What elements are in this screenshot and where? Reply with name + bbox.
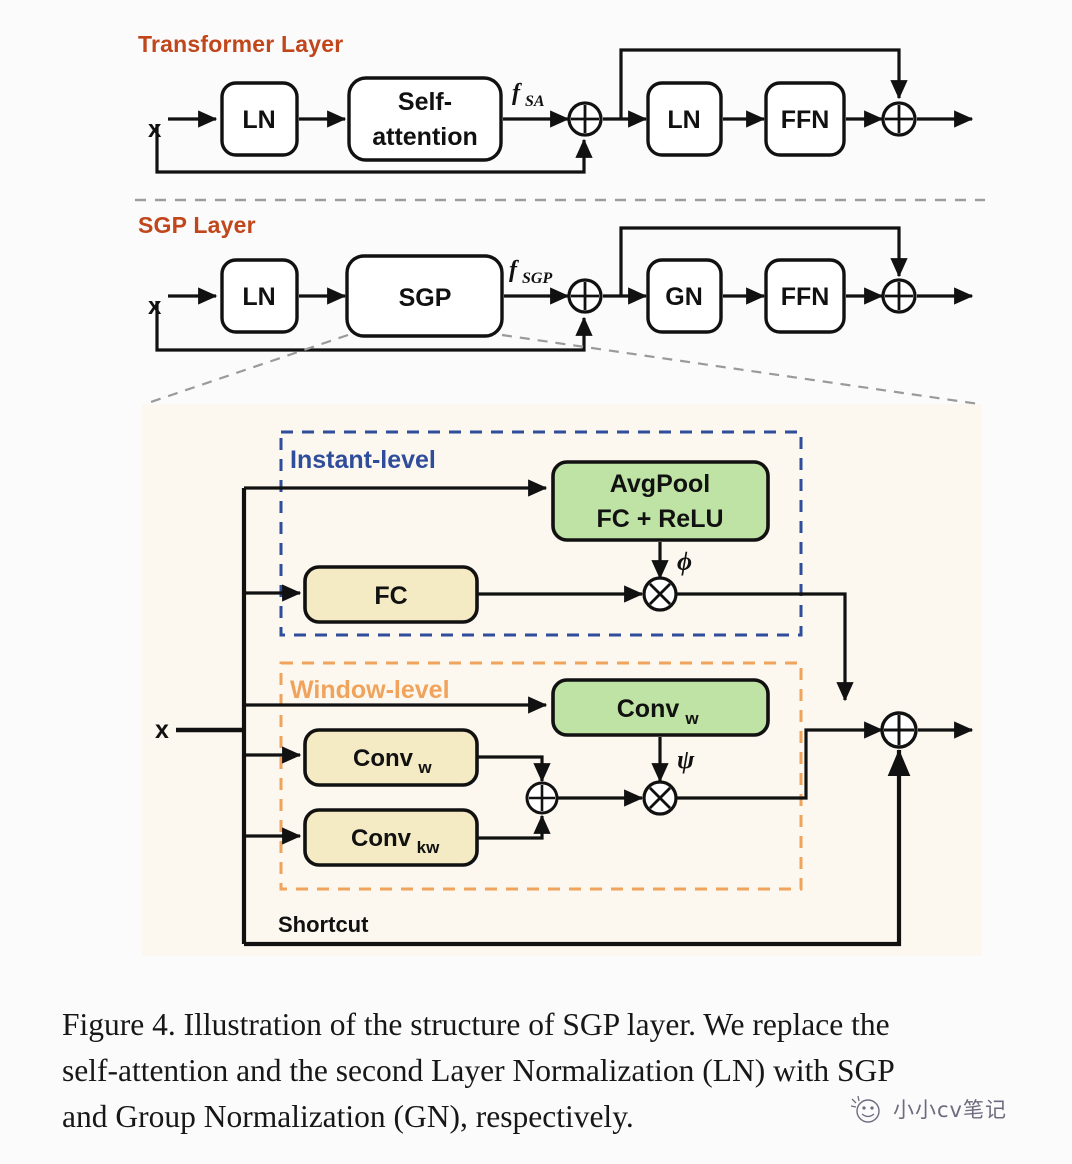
phi-gate-symbol: ϕ <box>677 547 692 576</box>
shortcut-label: Shortcut <box>278 912 369 937</box>
watermark: 小小cv笔记 <box>848 1092 1007 1126</box>
sgp-block-label: SGP <box>399 284 452 312</box>
conv-w-yellow-subscript: w <box>417 758 432 777</box>
sgp-input-label: x <box>148 293 162 320</box>
window-level-label: Window-level <box>290 676 450 704</box>
sgp-gn-label: GN <box>665 283 703 311</box>
sgp-feature-sub: SGP <box>522 270 552 287</box>
transformer-layer-title: Transformer Layer <box>138 31 344 57</box>
conv-w-green-block <box>551 678 770 737</box>
instant-multiply-op <box>642 576 678 612</box>
conv-kw-yellow-subscript: kw <box>417 838 440 857</box>
sgp-detail-panel: Instant-level Window-level x AvgPool <box>155 430 974 947</box>
fc-relu-label: FC + ReLU <box>596 505 723 533</box>
detail-final-add-op <box>880 711 918 749</box>
sgp-layer-title: SGP Layer <box>138 212 256 238</box>
conv-kw-yellow-block <box>303 808 479 867</box>
transformer-ln2-block <box>646 81 723 157</box>
zoom-guide-lines <box>144 333 980 406</box>
avgpool-label: AvgPool <box>610 470 710 498</box>
conv-w-yellow-block <box>303 728 479 787</box>
sgp-block <box>345 254 504 338</box>
watermark-text: 小小cv笔记 <box>893 1098 1007 1122</box>
transformer-ln1-label: LN <box>242 106 275 134</box>
transformer-self-attention-label-2: attention <box>372 123 478 151</box>
transformer-input-label: x <box>148 116 162 143</box>
sgp-feature-label: f <box>509 257 519 283</box>
transformer-add-op-2 <box>881 101 917 137</box>
sgp-add-op-2 <box>881 278 917 314</box>
conv-w-green-subscript: w <box>684 709 699 728</box>
caption-line-3: and Group Normalization (GN), respective… <box>62 1099 634 1134</box>
transformer-layer-row: x LN Self- attention f SA <box>148 48 974 174</box>
sgp-ffn-block <box>764 258 846 334</box>
avgpool-fc-relu-block <box>551 460 770 542</box>
caption-line-1: Figure 4. Illustration of the structure … <box>62 1007 890 1042</box>
sgp-layer-row: x LN SGP f SGP GN FFN <box>148 226 974 352</box>
sgp-gn-block <box>646 258 723 334</box>
instant-level-label: Instant-level <box>290 446 436 474</box>
watermark-face-icon <box>848 1092 884 1126</box>
transformer-ln2-label: LN <box>667 106 700 134</box>
transformer-ln1-block <box>220 81 299 157</box>
sgp-ln-block <box>220 258 299 334</box>
conv-w-green-label: Conv <box>617 695 680 723</box>
detail-input-label: x <box>155 716 169 744</box>
conv-kw-yellow-label: Conv <box>351 825 412 852</box>
figure-caption: Figure 4. Illustration of the structure … <box>62 1002 1052 1140</box>
transformer-add-op-1 <box>567 101 603 137</box>
transformer-self-attention-label-1: Self- <box>398 88 452 116</box>
caption-line-2: self-attention and the second Layer Norm… <box>62 1053 895 1088</box>
sgp-add-op-1 <box>567 278 603 314</box>
transformer-feature-sub: SA <box>525 93 545 110</box>
fc-block-label: FC <box>374 582 407 610</box>
instant-level-group-box <box>279 430 803 637</box>
transformer-feature-label: f <box>512 80 522 106</box>
transformer-ffn-label: FFN <box>781 106 830 134</box>
transformer-self-attention-block <box>347 76 503 162</box>
sgp-ln-label: LN <box>242 283 275 311</box>
sgp-ffn-label: FFN <box>781 283 830 311</box>
window-multiply-op <box>642 780 678 816</box>
fc-block <box>303 565 479 624</box>
window-add-op <box>525 781 559 815</box>
conv-w-yellow-label: Conv <box>353 745 414 772</box>
psi-gate-symbol: ψ <box>677 745 695 774</box>
window-level-group-box <box>279 661 803 891</box>
transformer-ffn-block <box>764 81 846 157</box>
